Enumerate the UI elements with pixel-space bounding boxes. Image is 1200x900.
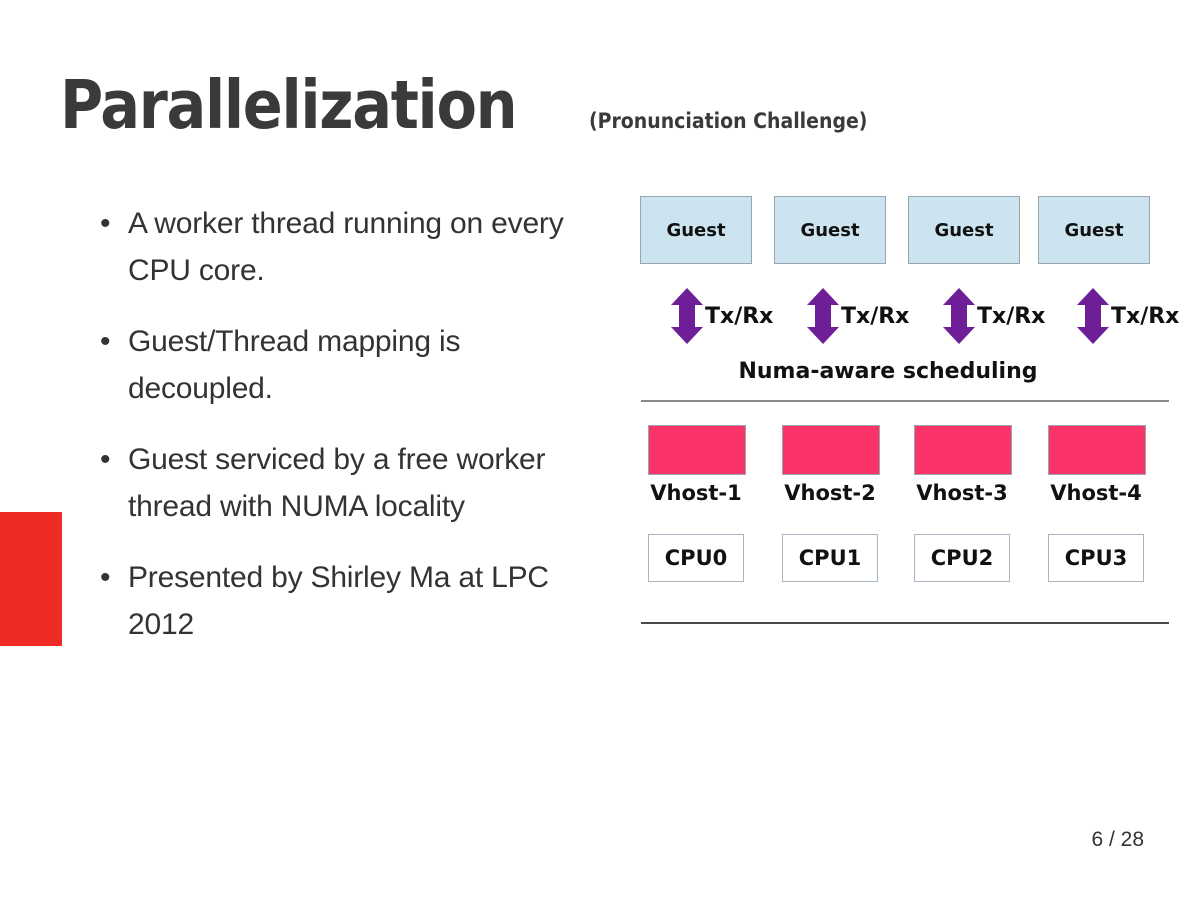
vhost-label: Vhost-4: [1050, 481, 1142, 505]
vhost-box: [914, 425, 1012, 475]
vhost-label: Vhost-1: [650, 481, 742, 505]
accent-bar: [0, 512, 62, 646]
divider-top: [641, 400, 1169, 402]
page-title: Parallelization: [60, 66, 518, 144]
slide-title-row: Parallelization (Pronunciation Challenge…: [60, 72, 898, 139]
txrx-group: Tx/Rx: [1076, 288, 1179, 344]
cpu-box: CPU0: [648, 534, 744, 582]
bullet-marker-icon: •: [100, 325, 111, 358]
bullet-text: Presented by Shirley Ma at LPC 2012: [128, 561, 549, 641]
guest-box: Guest: [774, 196, 886, 264]
double-arrow-icon: [1077, 288, 1109, 344]
double-arrow-icon: [943, 288, 975, 344]
bullet-text: A worker thread running on every CPU cor…: [128, 207, 564, 287]
numa-scheduling-label: Numa-aware scheduling: [738, 359, 1038, 384]
double-arrow-icon: [671, 288, 703, 344]
txrx-group: Tx/Rx: [942, 288, 1045, 344]
txrx-group: Tx/Rx: [806, 288, 909, 344]
vhost-box: [782, 425, 880, 475]
list-item: • Presented by Shirley Ma at LPC 2012: [100, 554, 600, 648]
cpu-box: CPU2: [914, 534, 1010, 582]
cpu-box: CPU1: [782, 534, 878, 582]
bullet-marker-icon: •: [100, 561, 111, 594]
txrx-label: Tx/Rx: [977, 303, 1046, 329]
double-arrow-icon: [807, 288, 839, 344]
page-number: 6 / 28: [1091, 828, 1144, 851]
guest-box: Guest: [640, 196, 752, 264]
vhost-label: Vhost-3: [916, 481, 1008, 505]
diagram-column-1: Guest: [774, 196, 886, 264]
bullet-marker-icon: •: [100, 207, 111, 240]
vhost-label: Vhost-2: [784, 481, 876, 505]
page-subtitle: (Pronunciation Challenge): [588, 109, 867, 133]
diagram-column-2: Guest: [908, 196, 1020, 264]
bullet-list: • A worker thread running on every CPU c…: [100, 200, 600, 672]
bullet-text: Guest/Thread mapping is decoupled.: [128, 325, 461, 405]
guest-box: Guest: [1038, 196, 1150, 264]
bullet-text: Guest serviced by a free worker thread w…: [128, 443, 546, 523]
guest-box: Guest: [908, 196, 1020, 264]
vhost-box: [648, 425, 746, 475]
txrx-label: Tx/Rx: [841, 303, 910, 329]
diagram-column-3: Guest: [1038, 196, 1150, 264]
list-item: • Guest serviced by a free worker thread…: [100, 436, 600, 530]
diagram-column-0: Guest: [640, 196, 752, 264]
vhost-box: [1048, 425, 1146, 475]
list-item: • Guest/Thread mapping is decoupled.: [100, 318, 600, 412]
divider-bottom: [641, 622, 1169, 624]
txrx-label: Tx/Rx: [705, 303, 774, 329]
txrx-group: Tx/Rx: [670, 288, 773, 344]
cpu-box: CPU3: [1048, 534, 1144, 582]
bullet-marker-icon: •: [100, 443, 111, 476]
architecture-diagram: Guest Guest Guest Guest Tx/Rx Tx/Rx Tx/R…: [638, 196, 1179, 636]
list-item: • A worker thread running on every CPU c…: [100, 200, 600, 294]
txrx-label: Tx/Rx: [1111, 303, 1180, 329]
